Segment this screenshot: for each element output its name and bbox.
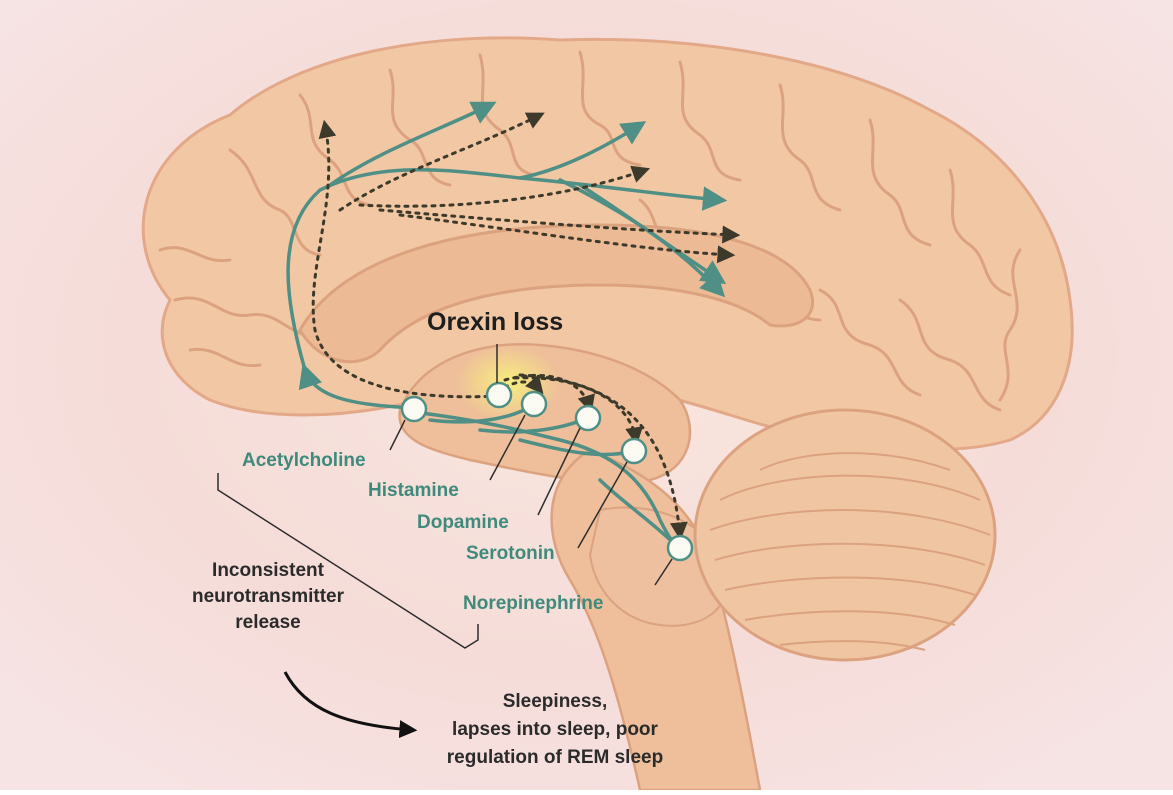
label-norepinephrine: Norepinephrine xyxy=(463,593,603,615)
effect-text: Sleepiness, lapses into sleep, poor regu… xyxy=(410,688,700,772)
effect-line: regulation of REM sleep xyxy=(410,744,700,772)
label-serotonin: Serotonin xyxy=(466,543,555,565)
cause-line: neurotransmitter xyxy=(158,584,378,610)
nucleus-dopamine xyxy=(576,406,600,430)
label-acetylcholine: Acetylcholine xyxy=(242,450,366,472)
label-dopamine: Dopamine xyxy=(417,512,509,534)
cause-line: release xyxy=(158,610,378,636)
cause-line: Inconsistent xyxy=(158,558,378,584)
cause-text: Inconsistent neurotransmitter release xyxy=(158,558,378,636)
nucleus-orexin xyxy=(487,383,511,407)
label-histamine: Histamine xyxy=(368,480,459,502)
nucleus-histamine xyxy=(522,392,546,416)
effect-line: Sleepiness, xyxy=(410,688,700,716)
effect-line: lapses into sleep, poor xyxy=(410,716,700,744)
nucleus-norepinephrine xyxy=(668,536,692,560)
nucleus-serotonin xyxy=(622,439,646,463)
nucleus-acetylcholine xyxy=(402,397,426,421)
orexin-loss-title: Orexin loss xyxy=(427,308,563,337)
